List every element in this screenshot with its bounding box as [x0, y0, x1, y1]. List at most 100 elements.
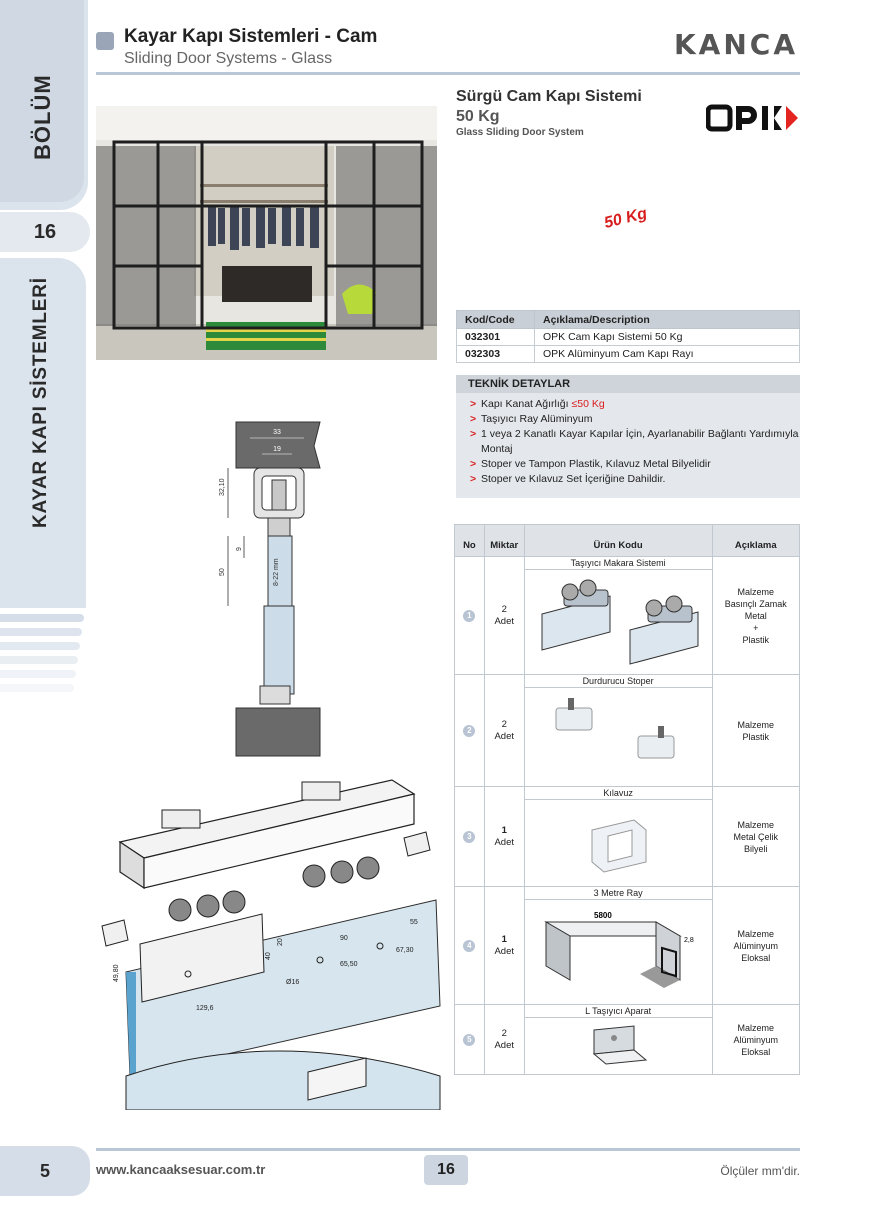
dim-label: 2,8 [684, 937, 694, 944]
quantity-value: 1 [501, 933, 507, 945]
row-number-icon: 3 [463, 830, 476, 843]
row-number-icon: 2 [463, 724, 476, 737]
section-label: BÖLÜM [30, 74, 55, 160]
part-name: Taşıyıcı Makara Sistemi [524, 557, 712, 570]
dim-label: 49,80 [113, 964, 120, 982]
quantity-unit: Adet [494, 615, 514, 627]
dim-label: Ø16 [286, 979, 299, 986]
dim-label: 9 [236, 547, 243, 551]
wardrobe-photo-illustration [96, 106, 437, 360]
dim-label: 40 [265, 952, 272, 960]
guide-image [591, 819, 647, 873]
header-bullet [96, 32, 114, 50]
opik-logo-mark [705, 104, 798, 132]
product-code: 032301 [456, 328, 535, 346]
header-divider [96, 72, 800, 75]
table-row: 032303 OPK Alüminyum Cam Kapı Rayı [456, 345, 800, 363]
sidebar-stripe [0, 684, 74, 692]
sidebar-category-tab [0, 258, 86, 608]
dim-label: 5800 [594, 911, 612, 920]
list-item: >Taşıyıcı Ray Alüminyum [470, 413, 593, 425]
dim-label: 55 [410, 919, 418, 926]
part-name: Kılavuz [524, 787, 712, 800]
sidebar-stripe [0, 670, 76, 678]
bullet-arrow-icon: > [470, 398, 477, 410]
website-link[interactable]: www.kancaaksesuar.com.tr [96, 1162, 266, 1177]
sidebar: BÖLÜM 16 KAYAR KAPI SİSTEMLERİ 5 [0, 0, 92, 1214]
quantity-value: 1 [501, 824, 507, 836]
quantity-unit: Adet [494, 836, 514, 848]
quantity-value: 2 [501, 1027, 507, 1039]
table-row: 032301 OPK Cam Kapı Sistemi 50 Kg [456, 328, 800, 346]
bullet-arrow-icon: > [470, 458, 477, 470]
quantity-value: 2 [501, 718, 507, 730]
list-item: >Stoper ve Tampon Plastik, Kılavuz Metal… [470, 458, 711, 470]
product-photo [96, 106, 437, 360]
description-column-header: Açıklama/Description [534, 310, 800, 329]
page-number: 5 [0, 1146, 90, 1196]
part-name: L Taşıyıcı Aparat [524, 1005, 712, 1018]
dim-label: 90 [340, 935, 348, 942]
product-description: OPK Alüminyum Cam Kapı Rayı [534, 345, 800, 363]
sidebar-stripe [0, 614, 84, 622]
opik-logo [705, 102, 800, 139]
section-number: 16 [0, 212, 90, 252]
bullet-arrow-icon: > [470, 428, 477, 440]
capacity-badge: 50 Kg [602, 204, 649, 233]
dim-label: 19 [273, 446, 281, 453]
code-table: Kod/Code Açıklama/Description 032301 OPK… [456, 310, 800, 363]
code-table-header: Kod/Code Açıklama/Description [456, 310, 800, 329]
kanca-logo: KANCA [673, 28, 798, 61]
description-column-header: Açıklama [711, 524, 801, 557]
measurement-note: Ölçüler mm'dir. [720, 1164, 800, 1178]
sidebar-stripe [0, 642, 80, 650]
aluminium-rail-image: 5800 2,8 [544, 911, 694, 988]
technical-details: TEKNİK DETAYLAR >Kapı Kanat Ağırlığı ≤50… [456, 375, 800, 498]
list-item: >1 veya 2 Kanatlı Kayar Kapılar İçin, Ay… [470, 428, 799, 455]
list-item: >Stoper ve Kılavuz Set İçeriğine Dahildi… [470, 473, 666, 485]
page-title: Kayar Kapı Sistemleri - Cam [124, 26, 378, 47]
no-column-header: No [454, 524, 485, 557]
roller-carriage-image [541, 579, 699, 665]
product-title: Sürgü Cam Kapı Sistemi [456, 88, 642, 105]
row-number-icon: 1 [463, 609, 476, 622]
l-bracket-image [592, 1025, 648, 1065]
isometric-assembly-svg: 49,80 40 20 90 55 67,30 65,50 Ø16 129,6 [101, 779, 441, 1111]
list-item: >Kapı Kanat Ağırlığı ≤50 Kg [470, 398, 605, 410]
part-description: Malzeme Alüminyum Eloksal [711, 1004, 801, 1075]
part-description: Malzeme Alüminyum Eloksal [711, 886, 801, 1005]
quantity-unit: Adet [494, 945, 514, 957]
product-capacity: 50 Kg [456, 108, 500, 125]
quantity-unit: Adet [494, 730, 514, 742]
page-subtitle: Sliding Door Systems - Glass [124, 50, 333, 67]
technical-details-list: >Kapı Kanat Ağırlığı ≤50 Kg >Taşıyıcı Ra… [456, 393, 800, 487]
parts-table-header: No Miktar Ürün Kodu Açıklama [454, 524, 801, 557]
dim-label: 33 [273, 429, 281, 436]
quantity-value: 2 [501, 603, 507, 615]
dim-label: 67,30 [396, 947, 414, 954]
part-description: Malzeme Metal Çelik Bilyeli [711, 786, 801, 887]
technical-details-heading: TEKNİK DETAYLAR [456, 375, 800, 393]
sidebar-top-tab [0, 0, 88, 210]
door-stopper-image [555, 698, 675, 759]
part-name: 3 Metre Ray [524, 887, 712, 900]
sidebar-stripe [0, 628, 82, 636]
footer-divider [96, 1148, 800, 1151]
code-column-header: Ürün Kodu [523, 524, 713, 557]
product-code: 032303 [456, 345, 535, 363]
footer-page-number: 16 [424, 1155, 468, 1185]
product-subtitle: Glass Sliding Door System [456, 127, 584, 138]
part-description: Malzeme Basınçlı Zamak Metal + Plastik [711, 556, 801, 675]
sidebar-stripe [0, 656, 78, 664]
dim-label: 8-22 mm [273, 558, 280, 586]
product-description: OPK Cam Kapı Sistemi 50 Kg [534, 328, 800, 346]
category-label: KAYAR KAPI SİSTEMLERİ [30, 277, 51, 528]
cross-section-svg: 33 19 32,10 9 50 8-22 mm [219, 421, 321, 757]
row-number-icon: 4 [463, 939, 476, 952]
